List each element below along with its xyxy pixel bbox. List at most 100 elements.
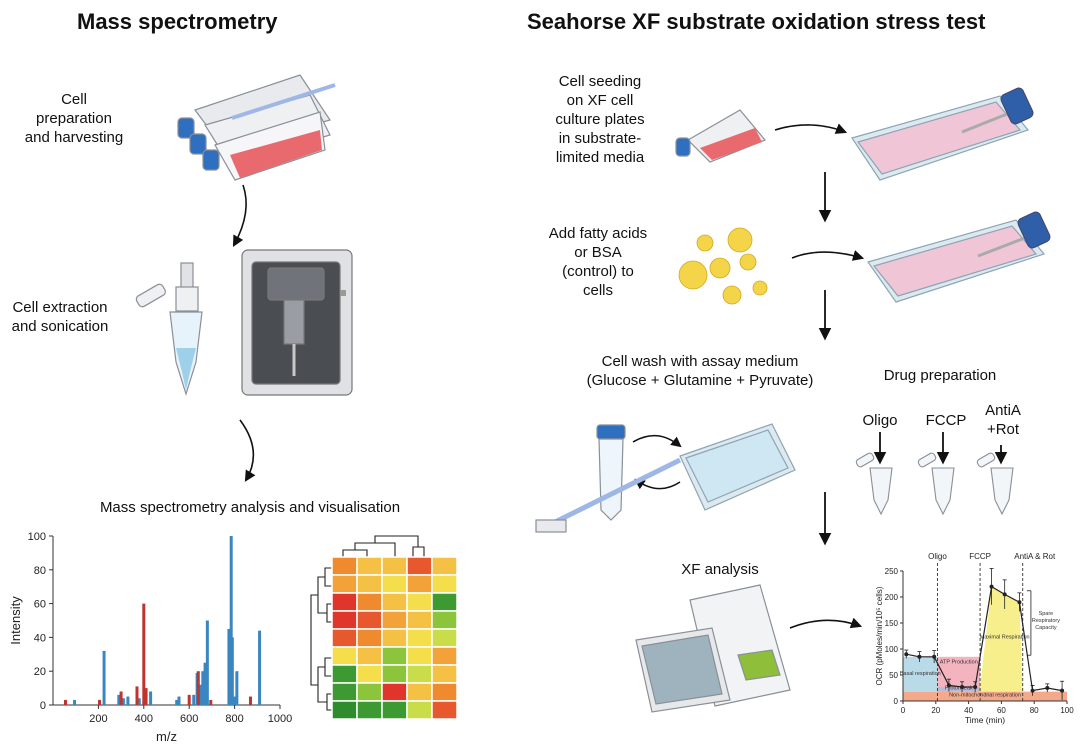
- ocr-x-tick-label: 60: [997, 706, 1006, 715]
- heatmap-cell: [356, 574, 383, 594]
- ms-peak-blue: [117, 694, 121, 705]
- heatmap-cell: [381, 556, 408, 576]
- heatmap-cell: [381, 574, 408, 594]
- ms-peak-blue: [199, 684, 203, 705]
- ms-peak-red: [196, 671, 200, 705]
- arrow-left-1: [232, 184, 248, 247]
- ocr-point: [989, 584, 994, 589]
- label-drug-fccp: FCCP: [925, 412, 967, 429]
- ocr-x-tick-label: 40: [964, 706, 973, 715]
- pipette-2: [977, 211, 1051, 258]
- heatmap-cell: [431, 628, 458, 648]
- fatty-acid-droplets: [678, 227, 768, 305]
- ocr-injection-label: AntiA & Rot: [1014, 552, 1056, 561]
- ocr-point: [932, 654, 937, 659]
- ocr-x-tick-label: 100: [1060, 706, 1074, 715]
- heatmap-cell: [356, 628, 383, 648]
- ms-peak-red: [63, 699, 67, 705]
- ms-peak-blue: [227, 628, 231, 705]
- ocr-y-tick-label: 250: [885, 567, 899, 576]
- arrow-right-1: [774, 123, 848, 134]
- ocr-y-tick-label: 0: [894, 697, 899, 706]
- ocr-region-basal: [903, 656, 938, 692]
- falcon-tube: [535, 424, 682, 533]
- ocr-y-tick-label: 200: [885, 593, 899, 602]
- heatmap-cell: [356, 646, 383, 666]
- heatmap-chart: [310, 535, 458, 720]
- ms-peak-blue: [233, 696, 237, 705]
- ms-y-tick-label: 60: [34, 599, 46, 611]
- culture-plate-1: [851, 95, 1030, 181]
- heatmap-cell: [406, 682, 433, 702]
- ms-peak-blue: [126, 696, 130, 705]
- ms-x-tick-label: 600: [180, 713, 198, 725]
- ocr-y-tick-label: 150: [885, 619, 899, 628]
- ms-x-tick-label: 400: [135, 713, 153, 725]
- ms-peak-blue: [175, 699, 179, 705]
- heatmap-cell: [431, 610, 458, 630]
- heatmap-cell: [331, 592, 358, 612]
- arrow-right-3: [791, 250, 865, 261]
- ocr-region-label: Basal respiration: [900, 671, 941, 677]
- heatmap-cell: [381, 628, 408, 648]
- heatmap-cell: [356, 592, 383, 612]
- ms-peak-blue: [205, 620, 209, 705]
- heatmap-cell: [331, 610, 358, 630]
- drug-tube-antia-rot: [976, 452, 1014, 516]
- heatmap-cell: [381, 610, 408, 630]
- heatmap-cell: [381, 682, 408, 702]
- ocr-region-leak: [937, 686, 981, 692]
- dendrogram-top: [342, 535, 425, 557]
- arrow-right-6: [789, 617, 863, 629]
- heatmap-cell: [431, 574, 458, 594]
- ocr-point: [973, 684, 978, 689]
- ms-peak-red: [248, 696, 252, 705]
- heatmap-cell: [381, 592, 408, 612]
- heatmap-cell: [381, 646, 408, 666]
- culture-plate-2: [867, 219, 1046, 303]
- heatmap-cell: [331, 700, 358, 720]
- heatmap-cell: [331, 682, 358, 702]
- heatmap-cell: [431, 700, 458, 720]
- ocr-point: [1002, 592, 1007, 597]
- ms-y-tick-label: 100: [28, 531, 46, 543]
- heatmap-cell: [331, 664, 358, 684]
- ocr-series-line: [906, 585, 1063, 692]
- ms-peak-blue: [230, 637, 234, 705]
- ms-peak-blue: [201, 671, 205, 705]
- seeding-flask: [675, 109, 766, 163]
- ms-peak-blue: [192, 694, 196, 705]
- label-xf-analysis: XF analysis: [681, 561, 759, 578]
- ocr-region-label: Maximal Respiration: [980, 635, 1030, 641]
- ms-y-tick-label: 40: [34, 632, 46, 644]
- heatmap-cell: [356, 610, 383, 630]
- label-ms-analysis: Mass spectrometry analysis and visualisa…: [99, 499, 401, 516]
- heatmap-cell: [406, 592, 433, 612]
- drug-tube-fccp: [917, 452, 955, 516]
- ocr-x-tick-label: 80: [1030, 706, 1039, 715]
- ms-y-axis-label: Intensity: [8, 596, 23, 645]
- ms-peak-blue: [73, 699, 77, 705]
- ms-peak-blue: [102, 650, 106, 705]
- label-cell-wash: Cell wash with assay medium(Glucose + Gl…: [586, 353, 814, 389]
- ocr-injection-label: FCCP: [969, 552, 991, 561]
- heatmap-cell: [331, 628, 358, 648]
- heatmap-cell: [406, 628, 433, 648]
- ms-y-tick-label: 0: [40, 700, 46, 712]
- culture-flasks: [177, 74, 336, 181]
- heatmap-cell: [431, 556, 458, 576]
- dendrogram-left: [310, 567, 332, 711]
- ocr-annotation-word: Spare: [1039, 611, 1054, 617]
- heatmap-cell: [356, 664, 383, 684]
- ocr-x-axis-label: Time (min): [965, 715, 1005, 725]
- ocr-injection-label: Oligo: [928, 552, 947, 561]
- heatmap-cell: [406, 700, 433, 720]
- ocr-x-tick-label: 20: [931, 706, 940, 715]
- ocr-region-label: Proton leak: [945, 686, 973, 692]
- heatmap-cell: [381, 664, 408, 684]
- ocr-x-tick-label: 0: [901, 706, 906, 715]
- ms-y-tick-label: 80: [34, 565, 46, 577]
- ocr-point: [1017, 600, 1022, 605]
